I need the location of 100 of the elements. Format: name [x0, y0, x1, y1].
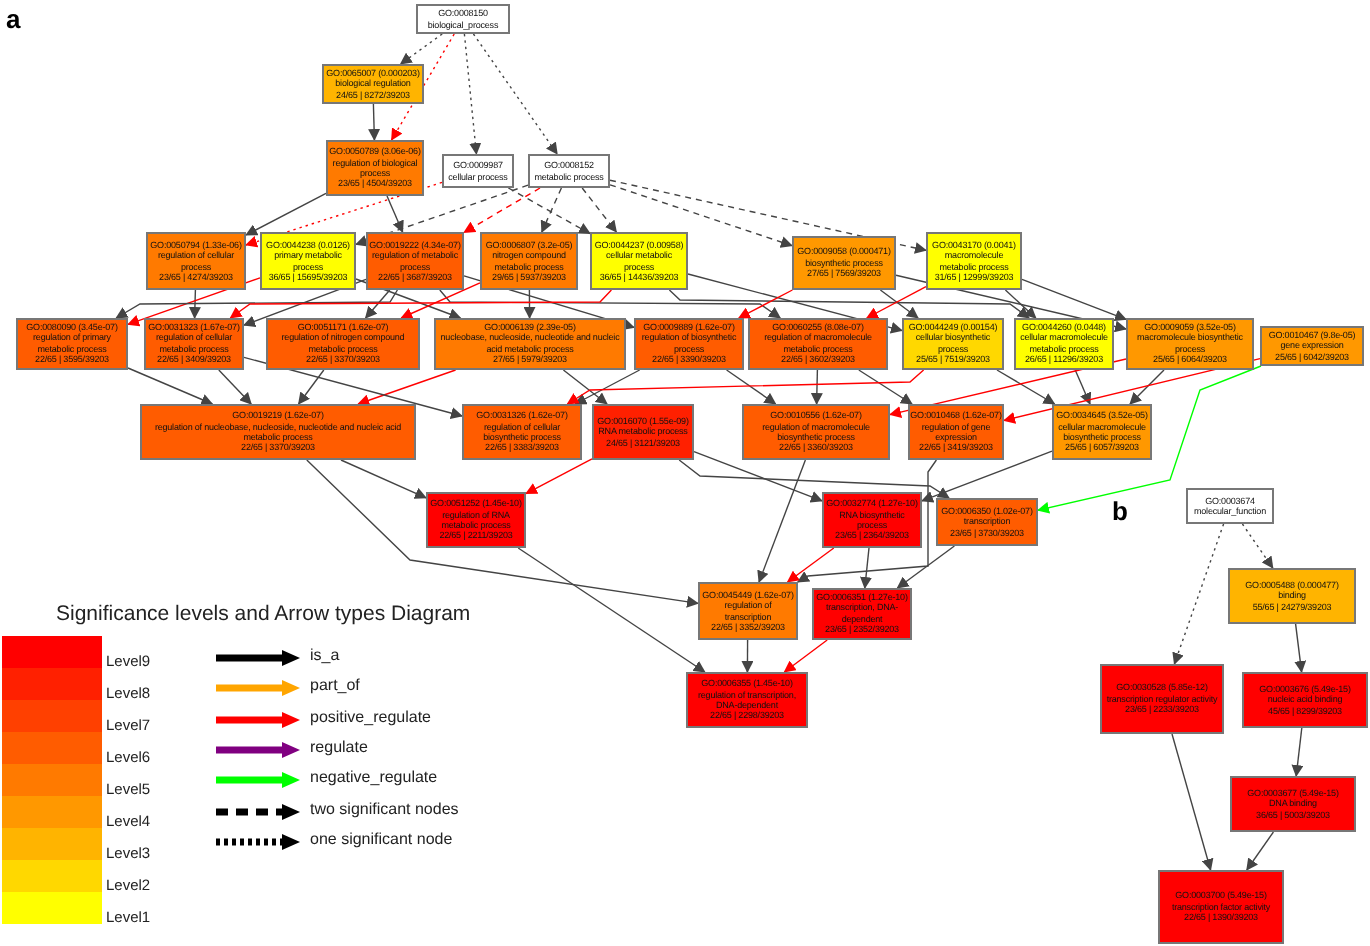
- arrow: [1171, 733, 1214, 871]
- go-term-box: [698, 582, 798, 640]
- legend-label: negative_regulate: [310, 768, 438, 787]
- arrow: [463, 33, 482, 155]
- go-term-box: [748, 318, 888, 370]
- legend-title: Significance levels and Arrow types Diagram: [56, 602, 471, 626]
- arrow: [368, 103, 381, 141]
- go-term-box: [144, 318, 244, 370]
- arrow: [865, 285, 927, 319]
- go-term-box: [480, 232, 578, 290]
- arrow: [243, 356, 463, 419]
- arrow: [306, 459, 699, 608]
- go-term-box: [812, 588, 912, 640]
- arrow: [996, 369, 1056, 405]
- go-term-box: [590, 232, 688, 290]
- arrow: [229, 289, 613, 319]
- arrow: [355, 184, 529, 247]
- go-term-box: [322, 64, 424, 105]
- arrow: [562, 369, 608, 405]
- go-term-box: [1186, 488, 1274, 524]
- arrow: [1294, 623, 1307, 673]
- arrow: [1241, 523, 1274, 569]
- go-term-box: [326, 140, 424, 196]
- go-term-box: [634, 318, 744, 370]
- arrow: [741, 639, 754, 673]
- go-term-box: [1014, 318, 1114, 370]
- arrow: [786, 547, 835, 583]
- go-term-box: [1230, 776, 1356, 832]
- arrow: [1021, 278, 1127, 322]
- arrow: [507, 187, 591, 235]
- go-term-box: [426, 492, 526, 548]
- arrow: [858, 369, 913, 405]
- arrow: [757, 459, 807, 583]
- go-term-box: [462, 404, 582, 460]
- arrow: [783, 639, 828, 673]
- go-term-box: [1100, 664, 1224, 734]
- arrow: [218, 369, 252, 405]
- arrow: [340, 459, 427, 499]
- go-term-box: [686, 672, 808, 728]
- arrow: [921, 450, 1053, 503]
- arrow: [737, 289, 794, 319]
- arrow: [390, 33, 455, 141]
- arrow: [1291, 727, 1304, 777]
- go-term-box: [260, 232, 356, 290]
- arrow: [1246, 831, 1275, 871]
- go-term-box: [1242, 672, 1368, 728]
- arrow: [668, 289, 1030, 319]
- legend-label: is_a: [310, 646, 340, 664]
- arrow: [472, 33, 558, 155]
- arrow: [810, 369, 823, 405]
- go-term-box: [1052, 404, 1152, 460]
- legend-label: two significant nodes: [310, 799, 459, 817]
- arrow: [574, 369, 641, 405]
- arrow: [188, 289, 201, 319]
- arrow: [725, 369, 777, 405]
- arrow: [400, 282, 481, 319]
- arrow: [517, 547, 706, 673]
- panel-letter: b: [1112, 496, 1128, 526]
- legend-label: part_of: [310, 676, 360, 695]
- arrow: [796, 459, 938, 583]
- arrow: [1037, 365, 1262, 514]
- arrow: [540, 187, 563, 233]
- arrow: [1172, 523, 1225, 665]
- go-term-box: [16, 318, 128, 370]
- arrow: [1004, 289, 1037, 319]
- go-term-box: [926, 232, 1022, 290]
- go-term-box: [908, 404, 1004, 460]
- go-term-box: [140, 404, 416, 460]
- arrow: [115, 289, 399, 319]
- go-term-box: [416, 4, 510, 34]
- go-term-box: [442, 154, 514, 188]
- arrow: [127, 367, 214, 406]
- arrow: [1129, 369, 1165, 405]
- arrow: [399, 33, 443, 65]
- go-term-box: [146, 232, 246, 290]
- arrow: [523, 289, 536, 319]
- arrow: [245, 192, 327, 236]
- arrow: [297, 369, 325, 405]
- arrow: [609, 179, 927, 254]
- go-term-box: [902, 318, 1004, 370]
- legend-label: regulate: [310, 737, 368, 756]
- arrow: [879, 289, 919, 319]
- go-term-box: [1260, 326, 1364, 367]
- arrow: [678, 459, 950, 499]
- go-term-box: [266, 318, 420, 370]
- go-term-box: [1228, 568, 1356, 624]
- arrow: [693, 450, 823, 503]
- arrow: [463, 187, 541, 234]
- panel-letter: a: [6, 4, 21, 34]
- arrow: [566, 369, 925, 405]
- legend-label: one significant node: [310, 829, 453, 848]
- arrow: [581, 187, 618, 233]
- go-term-box: [822, 492, 922, 548]
- arrow: [525, 458, 593, 495]
- go-term-box: [1158, 870, 1284, 944]
- arrow: [357, 369, 457, 407]
- arrow: [896, 545, 956, 589]
- go-term-box: [528, 154, 610, 188]
- go-term-box: [1126, 318, 1254, 370]
- go-term-box: [792, 236, 896, 290]
